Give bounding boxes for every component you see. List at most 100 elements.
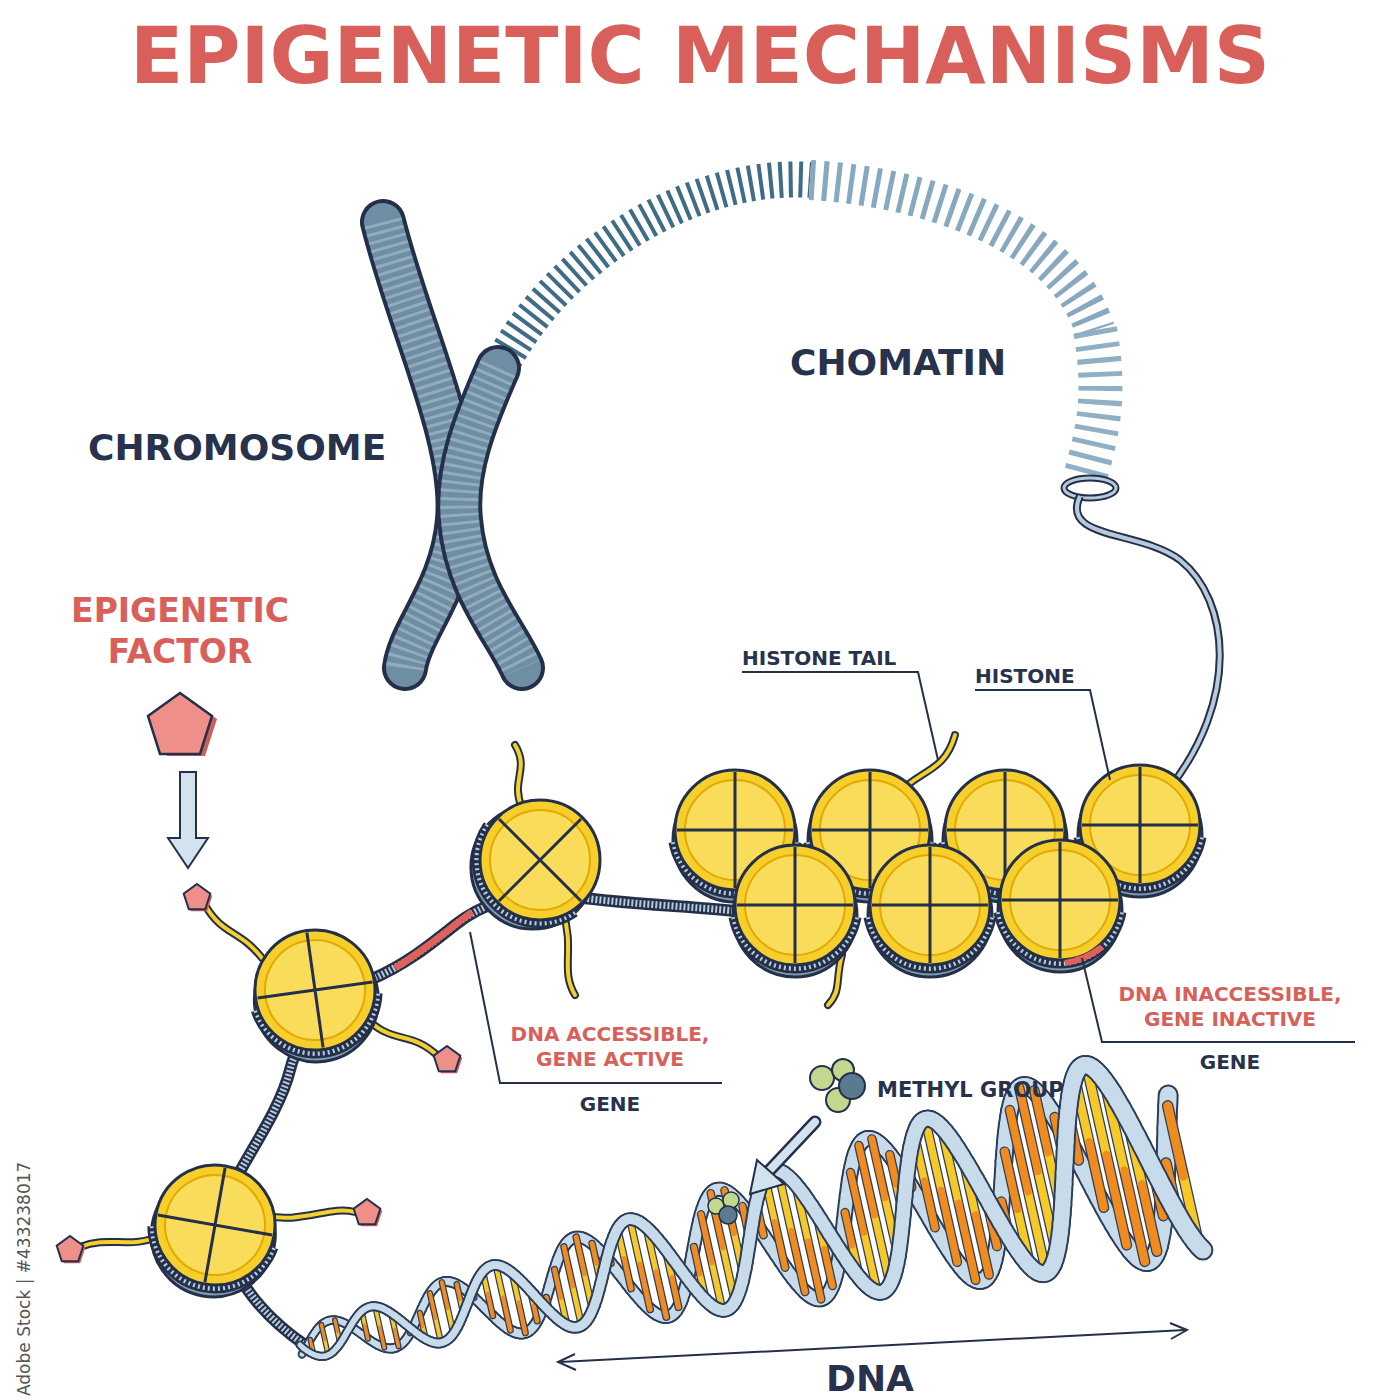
base [430, 1293, 436, 1318]
base [795, 1184, 808, 1242]
methyl-carbon [719, 1206, 737, 1224]
base [864, 1232, 877, 1292]
backbone-strand-front-outline [1199, 1247, 1203, 1251]
methyl-label: METHYL GROUP [877, 1077, 1117, 1103]
base [1005, 1152, 1018, 1210]
base-pair-outline [1168, 1106, 1200, 1247]
base [503, 1298, 510, 1331]
epigenetic-factor [434, 1046, 463, 1073]
base [712, 1262, 723, 1310]
coil-end-loop [1064, 478, 1116, 498]
chromatin-coil [500, 179, 810, 368]
base [656, 1272, 666, 1317]
chromatid-outline [459, 368, 522, 668]
base [694, 1247, 700, 1274]
base [775, 1222, 785, 1267]
base-pair-outline [430, 1293, 441, 1343]
methyl-arrowhead [750, 1160, 784, 1194]
base [420, 1313, 423, 1326]
base-pair-outline [442, 1282, 454, 1333]
dna-label: DNA [770, 1356, 970, 1400]
chromatid-bands [459, 368, 522, 668]
histone-label: HISTONE [975, 664, 1115, 689]
base [561, 1297, 567, 1325]
base [851, 1172, 864, 1232]
dna-arrowhead [558, 1354, 576, 1370]
base-pair-outline [1104, 1080, 1145, 1262]
chromatin-strand [1077, 496, 1220, 790]
linker-dna-outline [224, 894, 745, 1345]
backbone-strand [302, 1086, 1168, 1355]
base [941, 1127, 958, 1204]
base-pair-outline [646, 1227, 666, 1317]
backbone-strand-outline [302, 1086, 1168, 1355]
chromosome-label: CHROMOSOME [88, 425, 428, 470]
factor-label: EPIGENETIC FACTOR [30, 590, 330, 673]
methyl-atom [723, 1192, 739, 1208]
backbone-strand-front [1199, 1247, 1203, 1251]
inaccessible-label: DNA INACCESSIBLE, GENE INACTIVE [1095, 982, 1365, 1032]
base [791, 1231, 805, 1292]
base [395, 1330, 399, 1347]
base [457, 1284, 460, 1299]
gene-label: GENE [550, 1092, 670, 1117]
histone-tail-label: HISTONE TAIL [742, 646, 942, 671]
base [808, 1241, 821, 1299]
chromatin-coil [1085, 330, 1100, 478]
base [925, 1181, 935, 1228]
base [380, 1327, 385, 1348]
leader-line [975, 690, 1110, 780]
base [845, 1212, 852, 1245]
methyl-arrow-outline [768, 1122, 815, 1172]
methyl-arrow [768, 1122, 815, 1172]
diagram-title: EPIGENETIC MECHANISMS [0, 8, 1400, 106]
base [576, 1237, 584, 1274]
backbone-strand-front-outline [300, 1065, 1203, 1356]
chromatin-strand [1077, 496, 1220, 790]
histone [445, 774, 626, 955]
epigenetic-factor [57, 1236, 86, 1263]
base-pair-outline [694, 1247, 706, 1301]
base [555, 1270, 561, 1298]
histone [733, 845, 857, 977]
base [592, 1244, 596, 1264]
base [624, 1259, 631, 1289]
epigenetic-factor [184, 884, 213, 911]
base [310, 1340, 312, 1348]
dna-helix [300, 1065, 1203, 1356]
base [335, 1320, 338, 1332]
active-gene-segment [395, 912, 472, 968]
chromatid [459, 368, 522, 668]
backbone-strand-front [300, 1065, 1203, 1356]
base [321, 1325, 324, 1340]
accessible-label: DNA ACCESSIBLE, GENE ACTIVE [485, 1022, 735, 1072]
leader-line [742, 672, 938, 760]
base [442, 1282, 448, 1308]
histone [868, 845, 992, 977]
coil-end-loop [1064, 478, 1116, 498]
chromatin-label: CHOMATIN [790, 340, 1090, 385]
methyl-carbon [839, 1073, 865, 1099]
base [872, 1139, 885, 1198]
factor-arrow [168, 772, 208, 868]
base [640, 1264, 650, 1309]
histone [245, 922, 386, 1070]
epigenetic-factor-large [148, 693, 212, 754]
base-pair-outline [941, 1127, 975, 1280]
epigenetic-factor [354, 1199, 383, 1226]
methyl-atom [810, 1066, 834, 1090]
base [519, 1303, 526, 1333]
base [564, 1247, 573, 1286]
gene-label: GENE [1170, 1050, 1290, 1075]
base [1168, 1106, 1184, 1176]
linker-dna [224, 894, 745, 1345]
base-pair-outline [555, 1270, 568, 1326]
base [534, 1306, 537, 1321]
base [701, 1214, 712, 1262]
histone [998, 840, 1122, 972]
base-pair-outline [1086, 1065, 1126, 1245]
base [365, 1325, 368, 1339]
base-pairs [310, 1065, 1199, 1355]
